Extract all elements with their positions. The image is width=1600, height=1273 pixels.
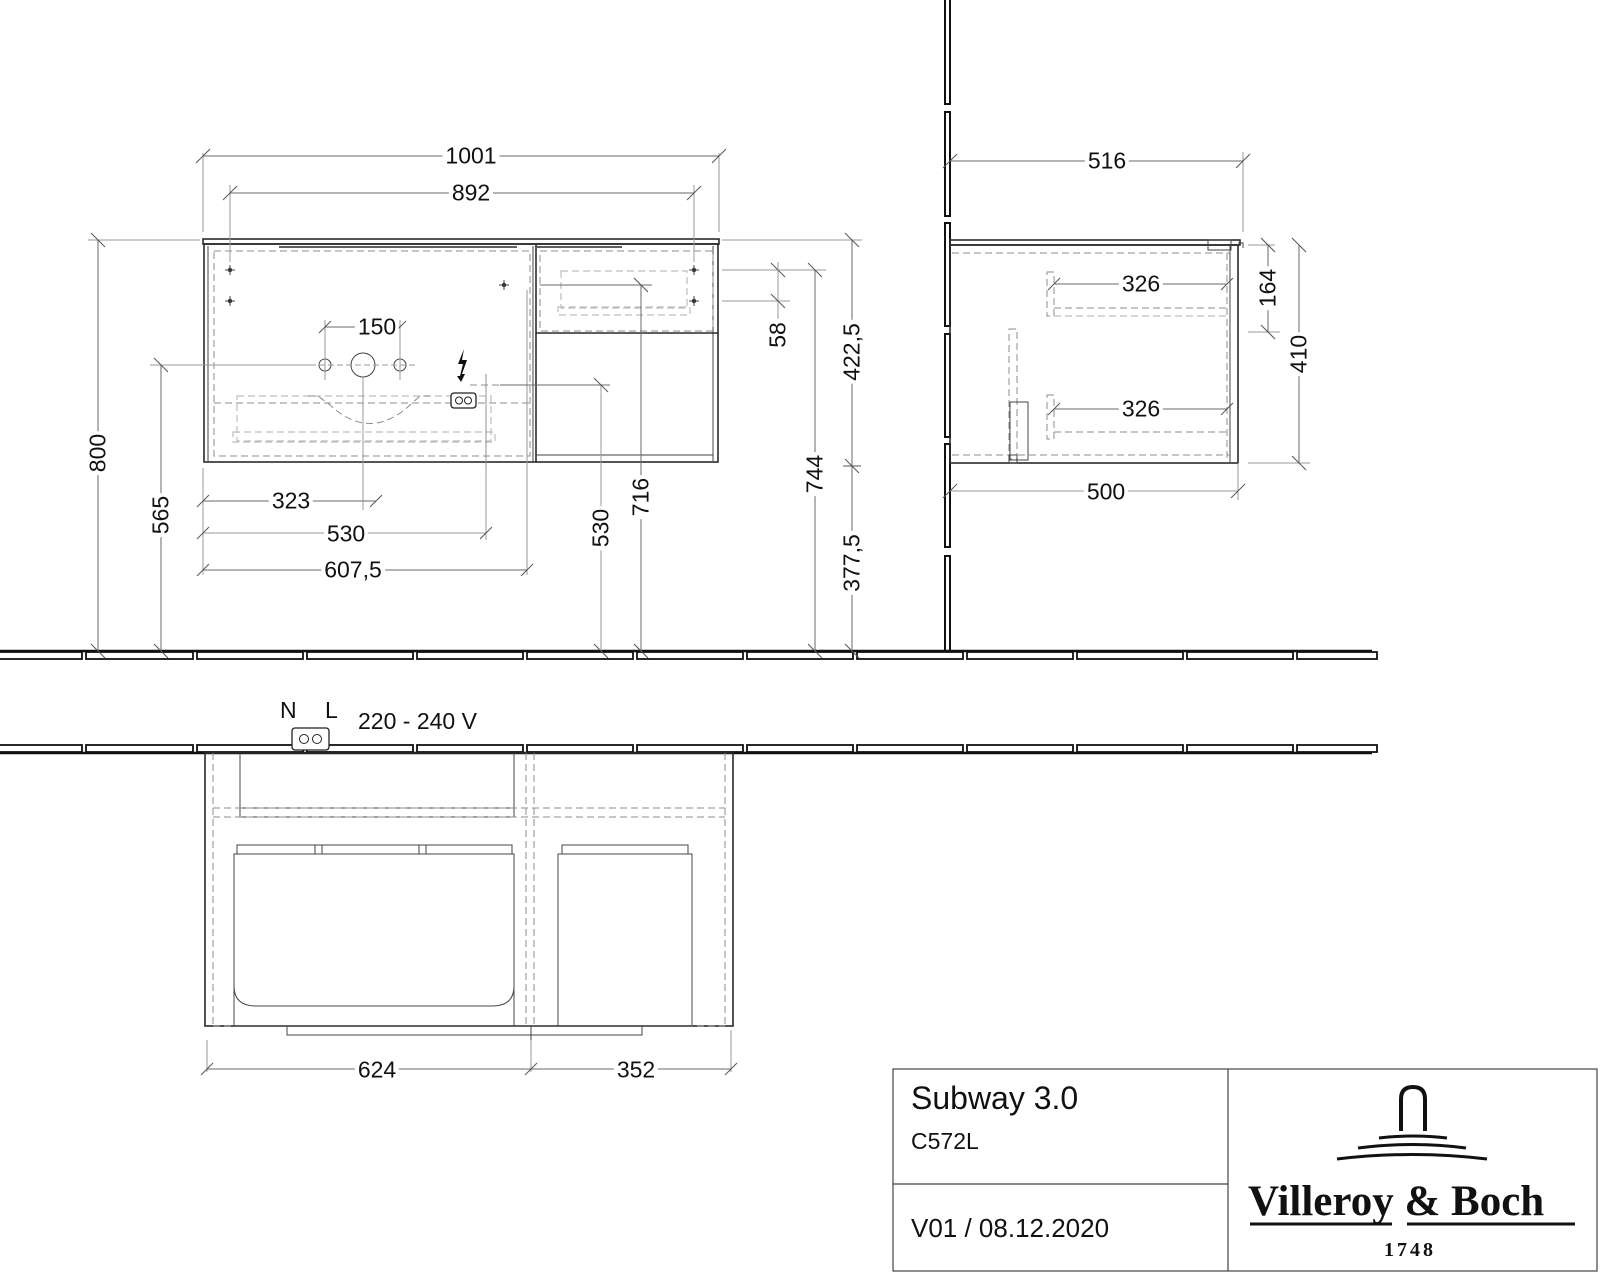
front-dimension-lines xyxy=(88,148,862,659)
side-dimension-lines xyxy=(942,152,1310,500)
dim-plan-right-width: 352 xyxy=(613,1058,659,1082)
version-date: V01 / 08.12.2020 xyxy=(911,1213,1110,1243)
dim-height-565: 565 xyxy=(148,492,174,538)
dim-drawer-depth-top: 326 xyxy=(1118,272,1164,296)
dim-height-410: 410 xyxy=(1286,331,1312,377)
dim-offset-323: 323 xyxy=(268,489,314,513)
dim-tap-spacing: 150 xyxy=(354,315,400,339)
plan-view-cabinet xyxy=(204,752,734,1046)
dim-total-height: 800 xyxy=(85,430,111,476)
dim-body-depth: 500 xyxy=(1083,480,1129,504)
plan-wall-line xyxy=(0,744,1378,755)
dim-height-377-5: 377,5 xyxy=(839,531,865,595)
power-socket-icon xyxy=(291,727,330,751)
dim-drawer-58: 58 xyxy=(765,319,791,351)
villeroy-boch-logo-icon xyxy=(1250,1084,1575,1226)
live-label: L xyxy=(325,697,338,723)
neutral-label: N xyxy=(280,697,297,723)
dim-height-422-5: 422,5 xyxy=(839,320,865,384)
dim-height-744: 744 xyxy=(802,451,828,497)
dim-drawer-depth-bottom: 326 xyxy=(1118,397,1164,421)
product-name: Subway 3.0 xyxy=(911,1080,1079,1116)
side-view-cabinet xyxy=(949,239,1244,464)
dim-height-164: 164 xyxy=(1255,265,1281,311)
dim-offset-607-5: 607,5 xyxy=(321,558,385,582)
title-block xyxy=(892,1068,1598,1272)
dim-overall-width: 1001 xyxy=(442,144,500,168)
dim-height-530: 530 xyxy=(588,505,614,551)
dim-plan-left-width: 624 xyxy=(354,1058,400,1082)
dim-height-716: 716 xyxy=(628,474,654,520)
voltage-label: 220 - 240 V xyxy=(358,708,477,734)
brand-year: 1748 xyxy=(1384,1239,1436,1261)
brand-name: Villeroy & Boch xyxy=(1248,1178,1545,1225)
dim-overall-depth: 516 xyxy=(1084,149,1130,173)
front-view-cabinet xyxy=(202,238,720,463)
product-code: C572L xyxy=(911,1128,979,1154)
electrical-connection-icon xyxy=(450,349,477,409)
floor-line xyxy=(0,649,1378,660)
dim-offset-530: 530 xyxy=(323,522,369,546)
dim-fixing-width: 892 xyxy=(448,181,494,205)
